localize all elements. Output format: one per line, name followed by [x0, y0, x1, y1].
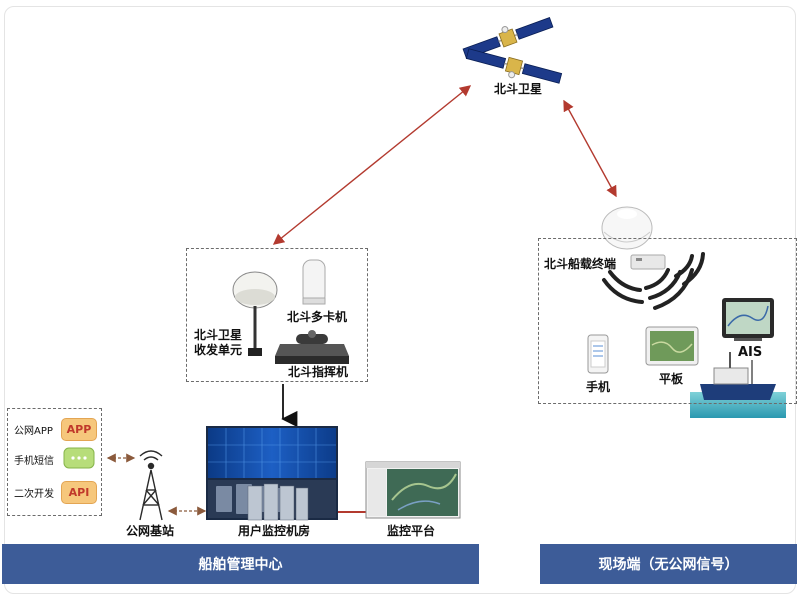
link-satellite-ship [563, 99, 617, 198]
cell-tower-icon [139, 450, 163, 521]
ais-label: AIS [738, 345, 763, 360]
app-badge: APP [61, 418, 97, 441]
monitor-label: 监控平台 [387, 524, 436, 538]
app-label-public: 公网APP [14, 426, 53, 437]
tablet-label: 平板 [659, 372, 684, 386]
app-label-dev: 二次开发 [14, 489, 54, 500]
signal-waves-icon [602, 252, 705, 310]
command-label: 北斗指挥机 [288, 365, 349, 379]
tablet-icon [645, 326, 699, 366]
ship-terminal-device-icon [630, 254, 666, 270]
command-unit-icon [275, 330, 349, 364]
link-satellite-station [272, 85, 472, 245]
public-station-label: 公网基站 [126, 524, 175, 538]
app-label-sms: 手机短信 [14, 456, 54, 467]
control-room-illustration [206, 426, 338, 521]
api-badge: API [61, 481, 97, 504]
multicard-unit-icon [302, 259, 326, 305]
multicard-label: 北斗多卡机 [287, 310, 348, 324]
satellite-label: 北斗卫星 [494, 82, 543, 96]
apps-box [7, 408, 102, 516]
ship-icon [690, 352, 786, 418]
transceiver-unit-icon [232, 271, 278, 356]
phone-label: 手机 [586, 380, 611, 394]
ais-monitor-icon [722, 298, 774, 341]
transceiver-label: 北斗卫星 收发单元 [194, 328, 243, 357]
monitor-platform-illustration [365, 461, 461, 519]
ship-terminal-label: 北斗船载终端 [544, 257, 617, 271]
sms-icon [63, 447, 95, 469]
satellite-icon [465, 48, 563, 84]
ship-side-box [538, 238, 797, 404]
ground-station-box [186, 248, 368, 382]
phone-icon [587, 334, 609, 374]
satellite-icon [462, 17, 554, 59]
field-side-bar: 现场端（无公网信号） [540, 544, 797, 584]
management-center-bar: 船舶管理中心 [2, 544, 479, 584]
control-room-label: 用户监控机房 [238, 524, 311, 538]
